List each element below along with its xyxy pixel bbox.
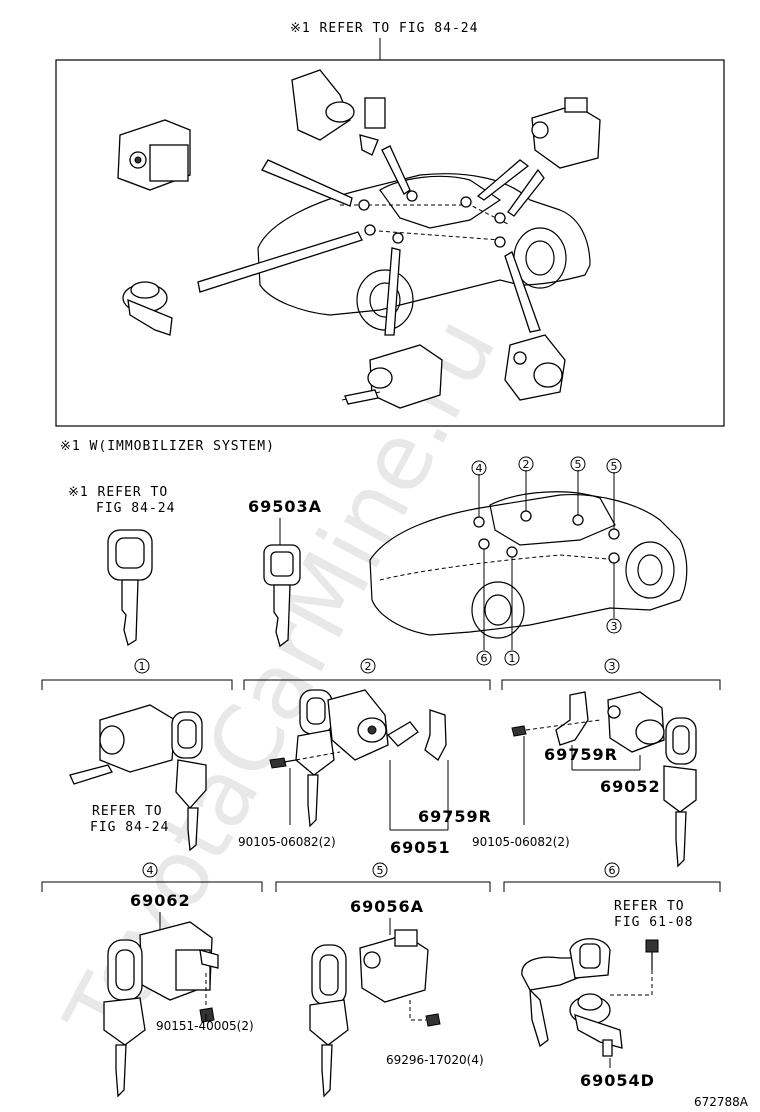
callout-5-top-a: 5 (575, 458, 582, 471)
bolt-90151-40005: 90151-40005(2) (156, 1019, 254, 1033)
part-69062: 69062 (130, 891, 191, 910)
bolt-90105-06082-b: 90105-06082(2) (472, 835, 570, 849)
section-6-callout: 6 (609, 864, 616, 877)
callout-6-bottom: 6 (481, 652, 488, 665)
car-overview-top (197, 145, 591, 336)
section-6: 6 REFER TO FIG 61-08 69054D (503, 862, 721, 1090)
section-4: 4 69062 90151-40005(2) (41, 862, 263, 1098)
section-6-refer-line1: REFER TO (614, 899, 685, 914)
top-part-door-lock (291, 69, 386, 156)
immobilizer-note: ※1 W(IMMOBILIZER SYSTEM) (60, 439, 275, 454)
section-4-callout: 4 (147, 864, 154, 877)
part-69051: 69051 (390, 838, 451, 857)
section-3-callout: 3 (609, 660, 616, 673)
callout-3-bottom: 3 (611, 620, 618, 633)
callout-5-top-b: 5 (611, 460, 618, 473)
top-refer-label: ※1 REFER TO FIG 84-24 (290, 21, 478, 36)
part-69052: 69052 (600, 777, 661, 796)
bolt-90105-06082-a: 90105-06082(2) (238, 835, 336, 849)
diagram-id: 672788A (694, 1095, 749, 1109)
section-5-callout: 5 (377, 864, 384, 877)
bolt-69296-17020: 69296-17020(4) (386, 1053, 484, 1067)
callout-4-top: 4 (476, 462, 483, 475)
part-69503A: 69503A (248, 497, 322, 516)
section-5: 5 69056A 69296-17020(4) (275, 862, 491, 1098)
part-69759R-section2: 69759R (418, 807, 492, 826)
callout-1-bottom: 1 (509, 652, 516, 665)
section-2: 2 69759R 90105-06082(2) 69051 (238, 658, 492, 857)
section-1-callout: 1 (139, 660, 146, 673)
key-refer-line2: FIG 84-24 (96, 501, 175, 516)
top-part-trunk-lock (531, 97, 601, 169)
key-refer-line1: ※1 REFER TO (68, 485, 168, 500)
car-overview-middle (369, 470, 688, 650)
top-part-ignition (341, 344, 443, 409)
section-2-callout: 2 (365, 660, 372, 673)
top-part-glovebox-lock (117, 119, 191, 191)
part-69056A: 69056A (350, 897, 424, 916)
section-1-refer-line2: FIG 84-24 (90, 820, 169, 835)
section-1: 1 REFER TO FIG 84-24 (41, 658, 233, 852)
top-part-door-cylinder-r (504, 334, 566, 401)
section-1-refer-line1: REFER TO (92, 804, 163, 819)
middle-callouts: 4 2 5 5 6 1 3 (471, 456, 622, 666)
callout-2-top: 2 (523, 458, 530, 471)
immobilizer-key (107, 529, 153, 647)
section-6-refer-line2: FIG 61-08 (614, 915, 693, 930)
top-part-fuel-lid-lock (122, 281, 173, 336)
section-3: 3 69759R 69052 90105-06082(2) (472, 658, 721, 868)
part-69054D: 69054D (580, 1071, 655, 1090)
immobilizer-frame (55, 59, 725, 427)
part-69759R-section3: 69759R (544, 745, 618, 764)
key-blank (263, 544, 301, 648)
